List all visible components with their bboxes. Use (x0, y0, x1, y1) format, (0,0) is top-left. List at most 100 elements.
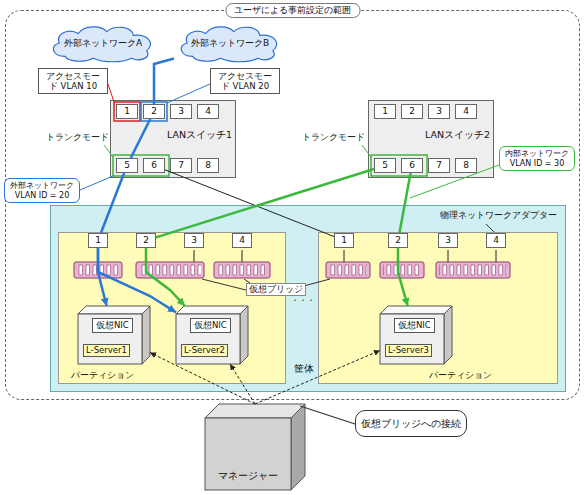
box-front (380, 314, 444, 364)
annotation-label: トランクモード (46, 132, 109, 143)
cloud-outline (53, 27, 150, 62)
port-box-label: 2 (409, 105, 415, 118)
port-box: 7 (170, 158, 192, 173)
connector (150, 353, 255, 404)
network-cloud-label: 外部ネットワークB (191, 38, 269, 49)
port-box: 4 (486, 233, 506, 248)
l-server-label: 仮想NIC (190, 318, 231, 333)
port-box-label: 4 (205, 105, 211, 118)
box-top (380, 306, 452, 314)
box-side (142, 306, 150, 364)
connector (399, 173, 410, 233)
leader-line (80, 176, 113, 190)
port-box: 3 (184, 233, 204, 248)
port-box: 3 (428, 104, 450, 119)
port-box: 4 (232, 233, 252, 248)
port-box-label: 8 (463, 159, 469, 172)
port-box: 7 (428, 158, 450, 173)
callout-box: 内部ネットワーク VLAN ID = 30 (499, 146, 575, 171)
connector (230, 364, 255, 404)
port-box-label: 6 (151, 159, 157, 172)
callout-box-label: 仮想ブリッジへの接続 (361, 418, 461, 429)
l-server-label: L-Server3 (385, 344, 432, 357)
cloud-outline (181, 27, 276, 62)
leader-line (410, 165, 499, 198)
lan-switch: LANスイッチ2 1234 5 6 7 8 (368, 100, 494, 178)
port-box: 3 (170, 104, 192, 119)
port-box: 8 (455, 158, 477, 173)
annotation-label: トランクモード (302, 132, 365, 143)
bridge-body (214, 262, 270, 278)
annotation-label: 物理ネットワークアダプター (440, 210, 557, 221)
lan-switch: LANスイッチ112345678 (110, 100, 236, 178)
l-server: 仮想NIC L-Server3 (380, 306, 452, 364)
port-box: 1 (334, 233, 354, 248)
box-side (291, 404, 305, 490)
bridge-body (326, 262, 370, 278)
callout-box: アクセスモード VLAN 20 (210, 68, 280, 94)
port-wires (98, 250, 496, 262)
wire (496, 250, 497, 262)
box-top (176, 306, 248, 314)
port-box: 5 (116, 158, 138, 173)
l-server-label: 仮想NIC (394, 318, 435, 333)
port-box-label: 2 (395, 234, 401, 247)
port-box-label: 7 (436, 159, 442, 172)
connector (98, 248, 107, 306)
port-box: 4 (197, 104, 219, 119)
bridge-slots (383, 262, 421, 278)
partition-box-label: パーティション (71, 370, 134, 381)
port-box: 1 (374, 104, 396, 119)
box-top (78, 306, 150, 314)
setup-region: ユーザによる事前設定の範囲外部ネットワークA外部ネットワークBアクセスモード V… (5, 10, 580, 400)
bridge-body (436, 262, 510, 278)
wire (344, 250, 345, 262)
port-box-label: 5 (382, 159, 388, 172)
callout-box-label: アクセスモード VLAN 10 (42, 71, 104, 91)
connector (398, 248, 408, 306)
port-box-label: 5 (124, 159, 130, 172)
network-cloud: 外部ネットワークB (174, 24, 286, 62)
manager-server-label: マネージャー (205, 470, 291, 481)
connector (131, 119, 151, 158)
port-box: 5 (374, 158, 396, 173)
lan-switch-label: LANスイッチ2 (425, 129, 490, 140)
network-cloud: 外部ネットワークA (46, 24, 160, 62)
port-box-label: 1 (95, 234, 101, 247)
setup-region-label: ユーザによる事前設定の範囲 (225, 3, 360, 18)
port-box-label: 3 (191, 234, 197, 247)
connector (154, 58, 174, 104)
connector (98, 248, 176, 312)
port-box-label: 1 (341, 234, 347, 247)
callout-box-label: アクセスモード VLAN 20 (214, 71, 276, 91)
connector (156, 169, 374, 237)
access-port-highlight (141, 102, 167, 121)
partition-box: パーティション 1 2 3 4 仮想NICL-Server1 仮想NICL-Server2 (58, 232, 286, 384)
box-front (176, 314, 240, 364)
callout-box: 仮想ブリッジへの接続 (355, 410, 467, 437)
box-front (78, 314, 142, 364)
box-side (444, 306, 452, 364)
l-server: 仮想NICL-Server1 (78, 306, 150, 364)
connector (101, 173, 124, 233)
bridge-slots (439, 262, 507, 278)
port-box-label: 3 (178, 105, 184, 118)
port-box: 6 (143, 158, 165, 173)
trunk-port-highlight (371, 155, 427, 176)
manager-server: マネージャー (205, 404, 305, 490)
connector (255, 350, 380, 404)
port-box: 3 (438, 233, 458, 248)
port-box: 6 (401, 158, 423, 173)
l-server: 仮想NICL-Server2 (176, 306, 248, 364)
port-box-label: 4 (463, 105, 469, 118)
port-box-label: 6 (409, 159, 415, 172)
port-box-label: 2 (151, 105, 157, 118)
network-cloud-label: 外部ネットワークA (64, 38, 142, 49)
box-front (205, 418, 291, 490)
partition-box-label: パーティション (429, 370, 492, 381)
l-server-label: 仮想NIC (92, 318, 133, 333)
callout-box-label: 内部ネットワーク VLAN ID = 30 (503, 149, 571, 168)
port-box: 2 (136, 233, 156, 248)
port-highlights (113, 102, 427, 176)
